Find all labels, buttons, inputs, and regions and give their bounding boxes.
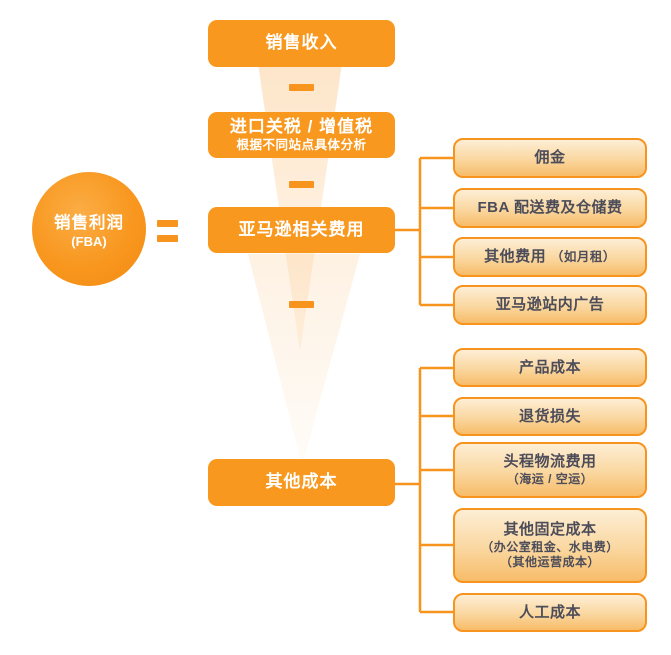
leaf-product-cost: 产品成本: [453, 348, 647, 387]
step-import-tax-note: 根据不同站点具体分析: [236, 138, 367, 153]
leaf-product-cost-label: 产品成本: [518, 358, 581, 376]
leaf-other-fixed-costs-note2: （其他运营成本）: [499, 555, 600, 570]
leaf-other-fees: 其他费用 （如月租）: [453, 237, 647, 277]
step-import-tax: 进口关税 / 增值税 根据不同站点具体分析: [208, 112, 395, 158]
leaf-first-mile-logistics-note: （海运 / 空运）: [506, 471, 594, 486]
minus-icon: [289, 301, 314, 308]
leaf-other-fees-label: 其他费用: [484, 248, 547, 266]
leaf-amazon-onsite-ads-label: 亚马逊站内广告: [495, 296, 605, 314]
leaf-amazon-onsite-ads: 亚马逊站内广告: [453, 285, 647, 325]
leaf-fba-fulfillment-storage: FBA 配送费及仓储费: [453, 188, 647, 228]
minus-icon: [289, 181, 314, 188]
sales-profit-circle: 销售利润 (FBA): [32, 172, 146, 286]
step-amazon-fees-label: 亚马逊相关费用: [238, 219, 365, 239]
connector-amazon-fees: [395, 156, 453, 307]
leaf-fba-fulfillment-storage-label: FBA 配送费及仓储费: [477, 199, 623, 217]
minus-icon: [289, 84, 314, 91]
step-amazon-fees: 亚马逊相关费用: [208, 207, 395, 253]
sales-profit-label: 销售利润: [54, 214, 124, 232]
equals-icon: [157, 220, 178, 242]
step-import-tax-label: 进口关税 / 增值税: [229, 116, 374, 136]
leaf-labor-cost: 人工成本: [453, 593, 647, 632]
leaf-return-loss: 退货损失: [453, 397, 647, 436]
step-sales-revenue-label: 销售收入: [265, 33, 338, 53]
leaf-labor-cost-label: 人工成本: [518, 603, 581, 621]
leaf-other-fixed-costs-label: 其他固定成本: [503, 521, 597, 539]
leaf-commission-label: 佣金: [534, 149, 566, 167]
leaf-other-fees-note: （如月租）: [550, 250, 616, 265]
leaf-commission: 佣金: [453, 138, 647, 178]
leaf-other-fixed-costs-note1: （办公室租金、水电费）: [481, 539, 619, 554]
leaf-first-mile-logistics-label: 头程物流费用: [503, 453, 597, 471]
leaf-other-fixed-costs: 其他固定成本 （办公室租金、水电费） （其他运营成本）: [453, 508, 647, 583]
leaf-first-mile-logistics: 头程物流费用 （海运 / 空运）: [453, 442, 647, 498]
step-other-costs: 其他成本: [208, 459, 395, 506]
connector-other-costs: [395, 366, 453, 614]
leaf-return-loss-label: 退货损失: [518, 407, 581, 425]
sales-profit-fba-label: (FBA): [71, 234, 107, 249]
step-other-costs-label: 其他成本: [265, 472, 338, 492]
step-sales-revenue: 销售收入: [208, 20, 395, 67]
